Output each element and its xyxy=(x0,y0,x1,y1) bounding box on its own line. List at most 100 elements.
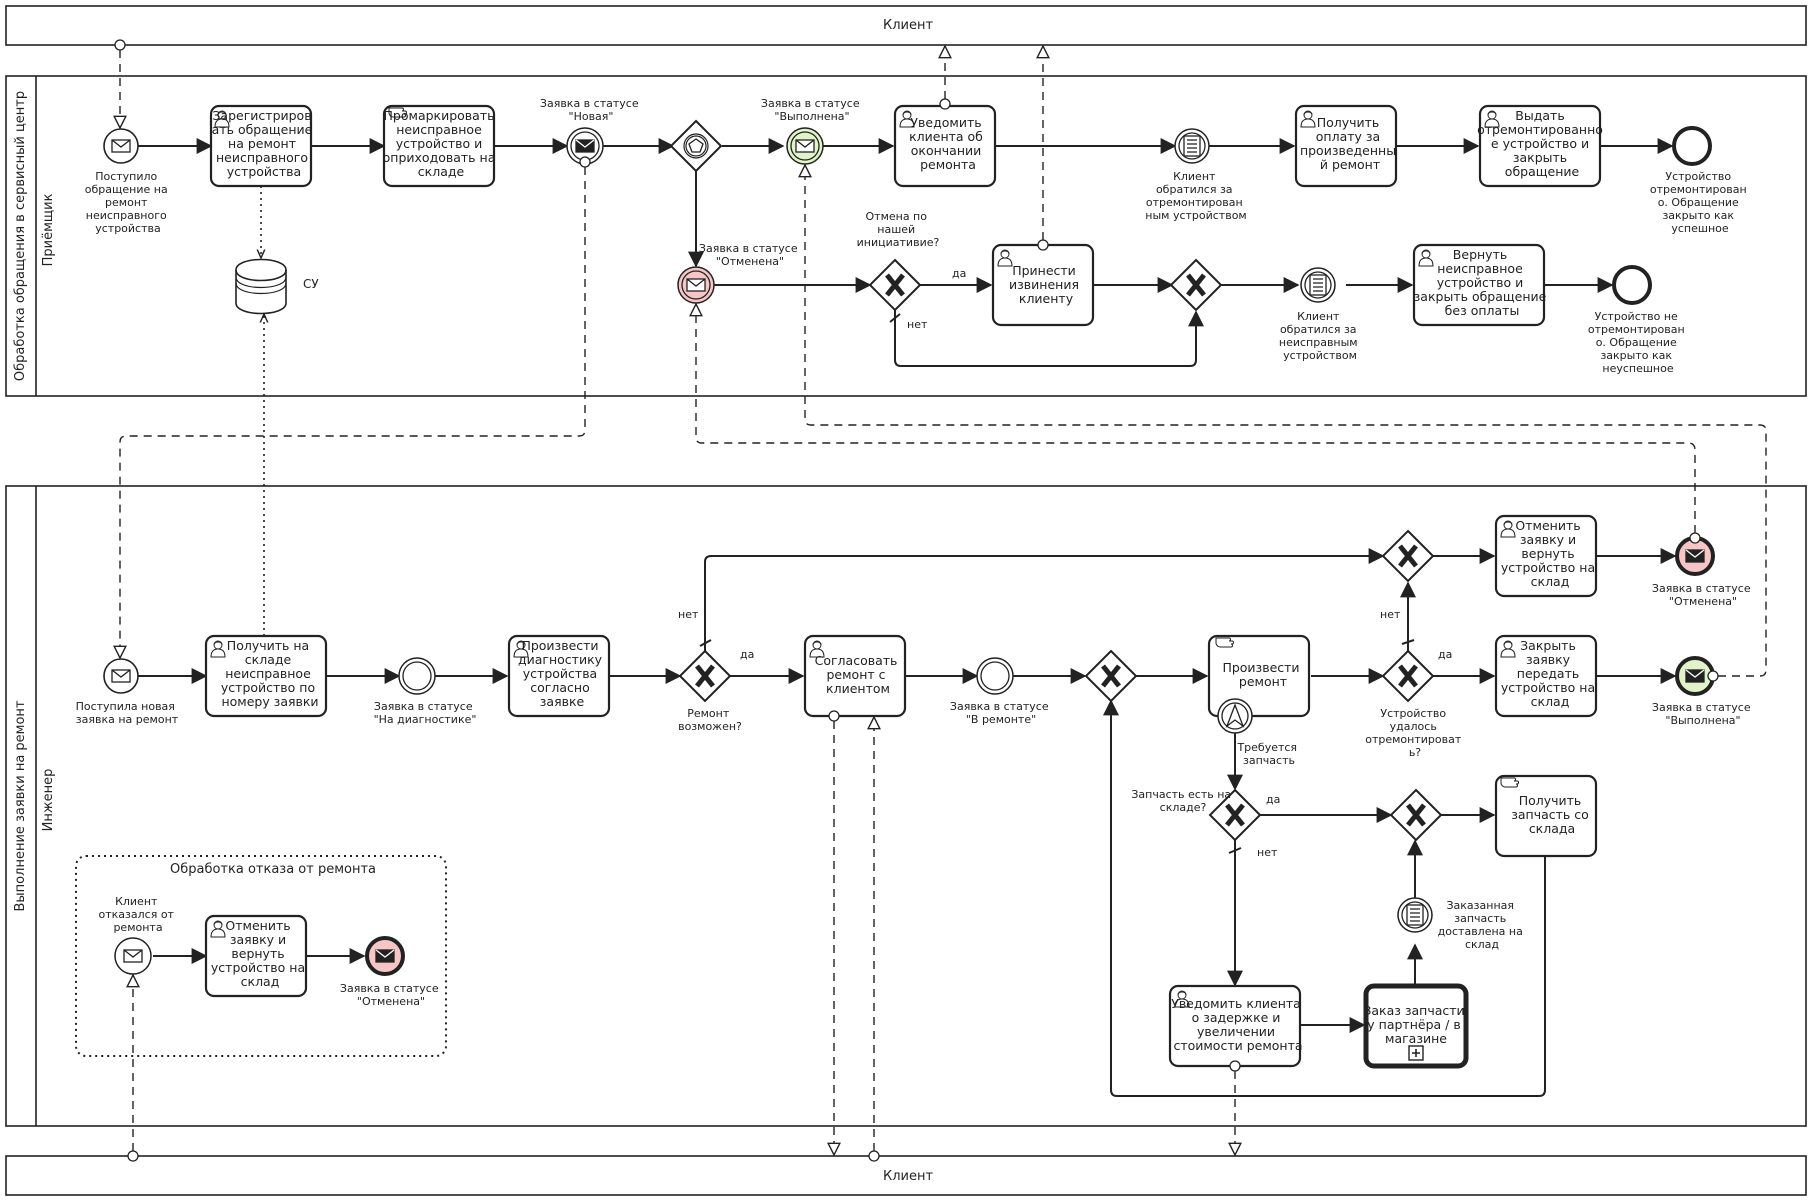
task-get-payment-label: Получить оплату за произведенны й ремонт xyxy=(1300,115,1400,172)
gateway-repair-possible-yes: да xyxy=(740,648,754,661)
task-register[interactable]: Зарегистриров ать обращение на ремонт не… xyxy=(209,104,317,188)
gateway-part-no: нет xyxy=(1257,846,1278,859)
end-event-fail-label: Устройство не отремонтирован о. Обращени… xyxy=(1588,310,1688,375)
task-close-return[interactable]: Закрыть заявку передать устройство на ск… xyxy=(1494,634,1599,718)
event-in-repair-label: Заявка в статусе "В ремонте" xyxy=(950,700,1052,726)
end-event-done-bottom-label: Заявка в статусе "Выполнена" xyxy=(1652,701,1754,727)
task-diagnose[interactable]: Произвести диагностику устройства соглас… xyxy=(507,634,611,718)
call-activity-order-part-label: Заказ запчасти у партнёра / в магазине xyxy=(1363,1003,1468,1046)
task-sub-cancel[interactable]: Отменить заявку и вернуть устройство на … xyxy=(204,914,309,998)
task-notify-delay[interactable]: Уведомить клиента о задержке и увеличени… xyxy=(1168,984,1305,1068)
pool-client-bottom: Клиент xyxy=(5,1155,1807,1196)
gateway-repair-merge[interactable] xyxy=(1084,649,1138,703)
gateway-part-in-stock-label: Запчасть есть на складе? xyxy=(1131,788,1234,814)
gateway-cancel-initiative[interactable] xyxy=(868,258,922,312)
gateway-event-based[interactable] xyxy=(669,119,723,173)
event-status-done-top[interactable] xyxy=(786,127,824,165)
task-agree[interactable]: Согласовать ремонт с клиентом xyxy=(803,634,907,718)
task-notify-delay-label: Уведомить клиента о задержке и увеличени… xyxy=(1171,996,1305,1053)
event-client-repaired-label: Клиент обратился за отремонтирован ным у… xyxy=(1145,170,1246,222)
pool-client-top-label: Клиент xyxy=(883,18,933,33)
datastore-su[interactable] xyxy=(235,258,287,315)
task-repair-label: Произвести ремонт xyxy=(1222,660,1303,689)
event-status-cancel-top-label: Заявка в статусе "Отменена" xyxy=(699,242,801,268)
event-status-done-top-label: Заявка в статусе "Выполнена" xyxy=(761,97,863,123)
event-client-refused[interactable] xyxy=(114,937,152,975)
task-diagnose-label: Произвести диагностику устройства соглас… xyxy=(518,638,606,709)
datastore-label: СУ xyxy=(303,277,319,291)
end-event-sub-cancel[interactable] xyxy=(365,936,405,976)
gateway-cancel-merge[interactable] xyxy=(1381,529,1435,583)
task-apologize[interactable]: Принести извинения клиенту xyxy=(991,243,1095,327)
gateway-cancel-yes: да xyxy=(952,267,966,280)
end-event-cancel-bottom-label: Заявка в статусе "Отменена" xyxy=(1652,582,1754,608)
pool-client-bottom-label: Клиент xyxy=(883,1169,933,1184)
task-notify-done-label: Уведомить клиента об окончании ремонта xyxy=(909,115,987,172)
message-flows xyxy=(115,39,1767,1162)
task-get-part[interactable]: Получить запчасть со склада xyxy=(1494,774,1598,858)
task-apologize-label: Принести извинения клиенту xyxy=(1009,263,1083,306)
gateway-repaired-yes: да xyxy=(1438,648,1452,661)
start-event-top-label: Поступило обращение на ремонт неисправно… xyxy=(85,170,171,235)
task-return-broken[interactable]: Вернуть неисправное устройство и закрыть… xyxy=(1412,243,1551,327)
task-close-return-label: Закрыть заявку передать устройство на ск… xyxy=(1501,638,1599,709)
task-register-label: Зарегистриров ать обращение на ремонт не… xyxy=(212,108,317,179)
gateway-cancel-initiative-label: Отмена по нашей инициативие? xyxy=(857,210,940,249)
event-client-repaired[interactable] xyxy=(1174,128,1210,164)
task-receive-label: Получить на складе неисправное устройств… xyxy=(221,638,319,709)
gateway-repair-possible-no: нет xyxy=(678,608,699,621)
event-in-repair[interactable] xyxy=(976,657,1014,695)
lane-receptionist-label: Приёмщик xyxy=(41,193,56,266)
gateway-merge-top[interactable] xyxy=(1169,258,1223,312)
subprocess-plus-icon xyxy=(1408,1045,1424,1061)
task-agree-label: Согласовать ремонт с клиентом xyxy=(815,653,902,696)
event-subprocess[interactable]: Обработка отказа от ремонта xyxy=(75,855,447,1057)
task-mark[interactable]: Промаркировать неисправное устройство и … xyxy=(383,104,500,188)
task-give-device[interactable]: Выдать отремонтированно е устройство и з… xyxy=(1477,104,1607,188)
boundary-need-part-label: Требуется запчасть xyxy=(1236,741,1300,767)
gateway-repaired-label: Устройство удалось отремонтироват ь? xyxy=(1365,707,1465,759)
task-cancel-return[interactable]: Отменить заявку и вернуть устройство на … xyxy=(1494,514,1599,598)
gateway-part-in-stock[interactable] xyxy=(1208,788,1262,842)
task-receive[interactable]: Получить на складе неисправное устройств… xyxy=(204,634,328,718)
gateway-cancel-no: нет xyxy=(907,318,928,331)
pool-service-center-label: Обработка обращения в сервисный центр xyxy=(13,91,28,381)
event-status-cancel-top[interactable] xyxy=(677,266,715,304)
event-client-broken[interactable] xyxy=(1300,267,1336,303)
start-event-bottom-label: Поступила новая заявка на ремонт xyxy=(76,700,179,726)
end-event-sub-cancel-label: Заявка в статусе "Отменена" xyxy=(340,982,442,1008)
gateway-part-merge[interactable] xyxy=(1389,788,1443,842)
task-repair[interactable]: Произвести ремонт xyxy=(1207,634,1311,718)
event-part-arrived[interactable] xyxy=(1397,897,1433,933)
start-event-top[interactable] xyxy=(103,128,139,164)
pool-client-top: Клиент xyxy=(5,5,1807,46)
gateway-repaired[interactable] xyxy=(1381,649,1435,703)
boundary-escalation-icon[interactable] xyxy=(1217,698,1253,734)
task-get-payment[interactable]: Получить оплату за произведенны й ремонт xyxy=(1294,104,1400,188)
gateway-repair-possible[interactable] xyxy=(678,649,732,703)
start-event-bottom[interactable] xyxy=(103,658,139,694)
event-on-diagnostics-label: Заявка в статусе "На диагностике" xyxy=(374,700,477,726)
task-get-part-label: Получить запчасть со склада xyxy=(1511,793,1593,836)
task-cancel-return-label: Отменить заявку и вернуть устройство на … xyxy=(1501,518,1599,589)
event-on-diagnostics[interactable] xyxy=(398,657,436,695)
call-activity-order-part[interactable]: Заказ запчасти у партнёра / в магазине xyxy=(1363,983,1469,1069)
pool-repair-label: Выполнение заявки на ремонт xyxy=(13,700,28,911)
end-event-fail[interactable] xyxy=(1612,265,1652,305)
task-mark-label: Промаркировать неисправное устройство и … xyxy=(383,108,500,179)
bottom-sequence-flows xyxy=(138,548,1677,1097)
event-client-refused-label: Клиент отказался от ремонта xyxy=(99,895,178,934)
event-client-broken-label: Клиент обратился за неисправным устройст… xyxy=(1279,310,1361,362)
task-sub-cancel-label: Отменить заявку и вернуть устройство на … xyxy=(211,918,309,989)
event-subprocess-title: Обработка отказа от ремонта xyxy=(170,862,376,877)
end-event-success[interactable] xyxy=(1672,126,1712,166)
gateway-repair-possible-label: Ремонт возможен? xyxy=(678,707,742,733)
lane-engineer-label: Инженер xyxy=(41,769,56,832)
gateway-repaired-no: нет xyxy=(1380,608,1401,621)
event-status-new[interactable] xyxy=(566,127,604,165)
task-notify-done[interactable]: Уведомить клиента об окончании ремонта xyxy=(893,104,997,188)
end-event-success-label: Устройство отремонтирован о. Обращение з… xyxy=(1650,170,1750,235)
gateway-part-yes: да xyxy=(1266,793,1280,806)
top-sequence-flows xyxy=(138,138,1674,367)
